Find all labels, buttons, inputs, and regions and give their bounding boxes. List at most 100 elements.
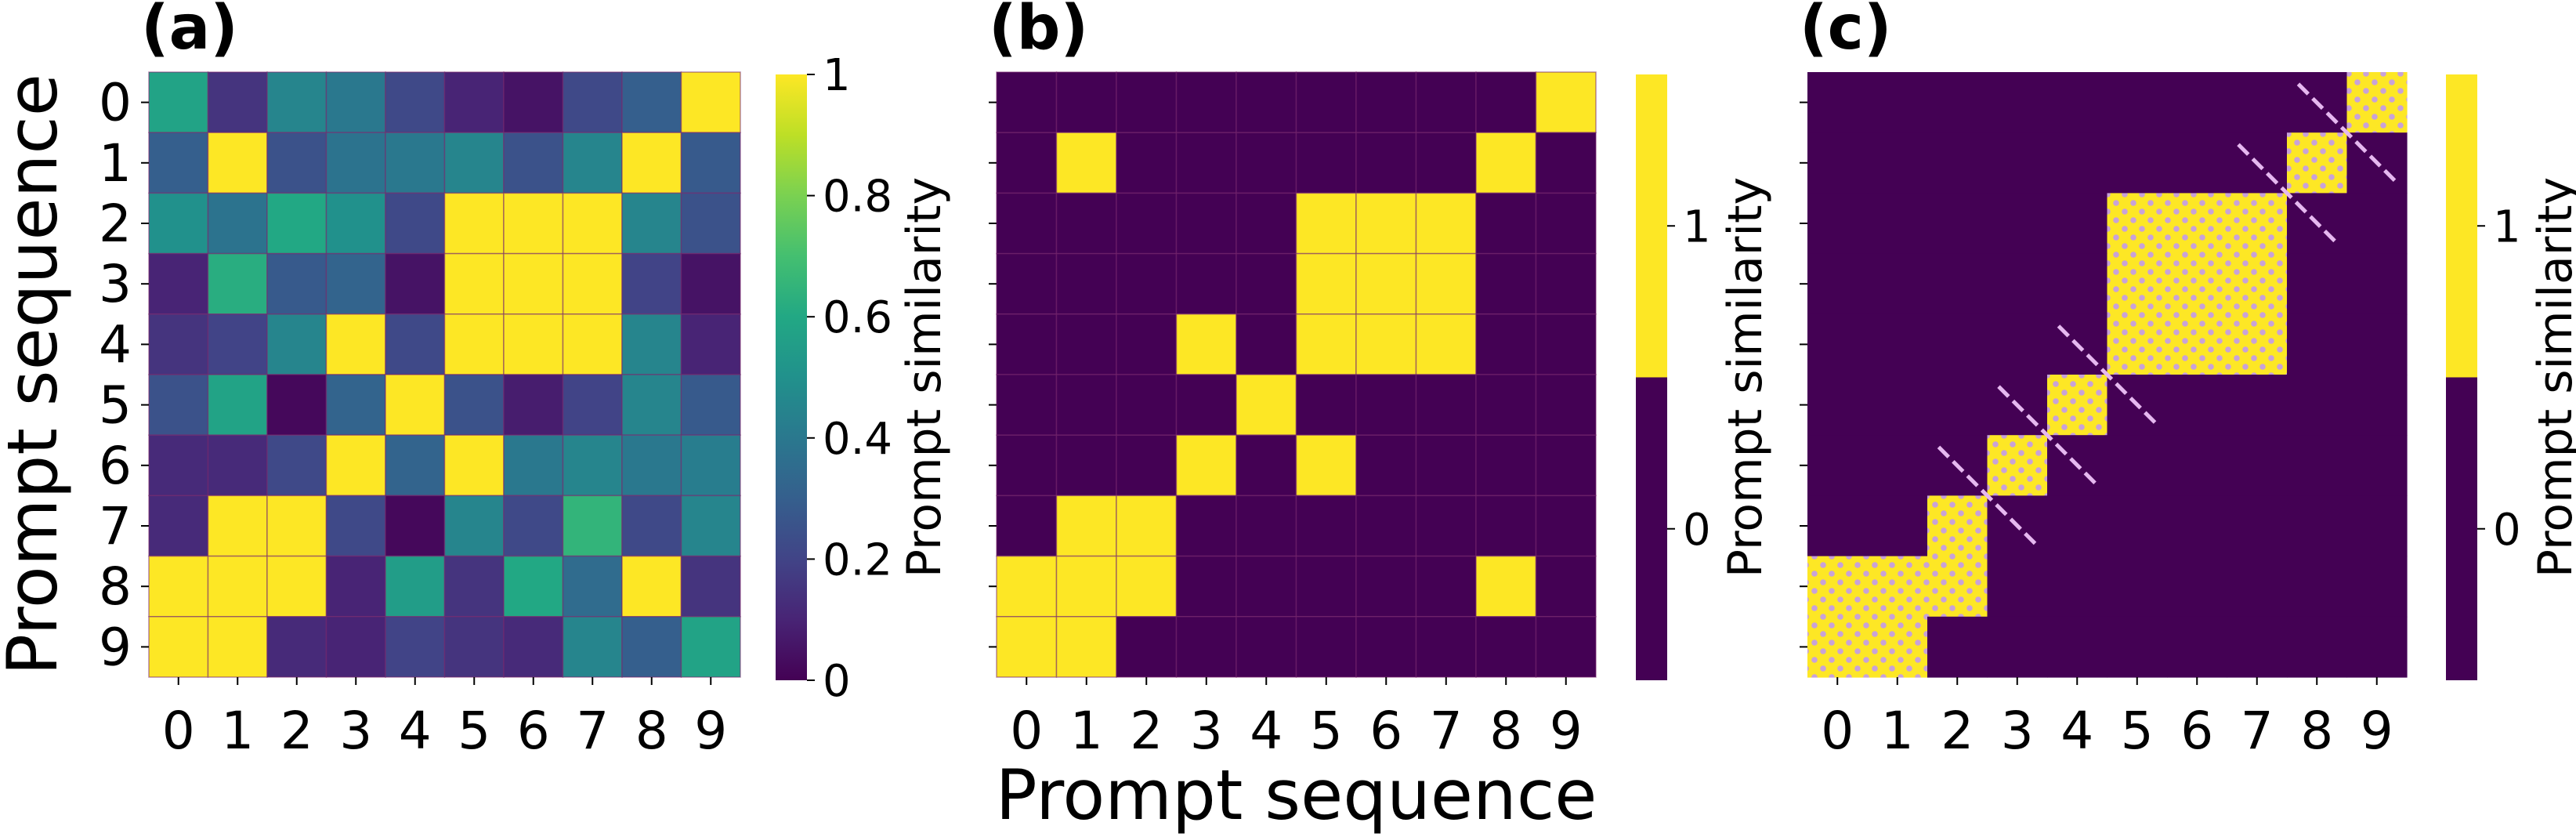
- x-tick-label: 8: [1489, 701, 1522, 761]
- panel-label-0: (a): [141, 0, 238, 63]
- colorbar-high: [2446, 74, 2477, 378]
- heatmap-cell: [996, 374, 1058, 436]
- heatmap-cell: [680, 192, 741, 255]
- heatmap-cell: [1987, 556, 2048, 618]
- x-tick-label: 4: [399, 701, 432, 761]
- heatmap-cell: [1116, 71, 1178, 133]
- x-tick-label: 1: [1881, 701, 1914, 761]
- x-tick-label: 8: [2300, 701, 2333, 761]
- x-tick-label: 2: [280, 701, 313, 761]
- heatmap-cell: [148, 71, 209, 133]
- heatmap-cell: [996, 313, 1058, 375]
- heatmap-cell: [503, 495, 564, 557]
- heatmap-cell: [562, 374, 623, 436]
- heatmap-cell: [443, 434, 505, 497]
- heatmap-cell: [1355, 555, 1417, 618]
- heatmap-cell: [2107, 616, 2168, 678]
- heatmap-cell: [2047, 193, 2108, 255]
- heatmap-cell: [2047, 556, 2108, 618]
- heatmap-cell: [621, 616, 682, 678]
- colorbar-label: Prompt similarity: [1718, 177, 1773, 578]
- colorbar-tick-label: 0.4: [823, 414, 892, 465]
- heatmap-cell: [996, 252, 1058, 315]
- heatmap-cell: [1295, 374, 1357, 436]
- heatmap-cell: [2167, 253, 2228, 315]
- heatmap-cell: [1175, 71, 1237, 133]
- y-tick-label: 0: [99, 73, 132, 133]
- heatmap-cell: [1987, 435, 2048, 496]
- heatmap-cell: [1236, 192, 1297, 255]
- heatmap-cell: [2287, 495, 2348, 557]
- heatmap-cell: [1475, 434, 1537, 497]
- heatmap-cell: [2047, 132, 2108, 194]
- heatmap-cell: [1236, 252, 1297, 315]
- heatmap-cell: [621, 71, 682, 133]
- heatmap-cell: [996, 132, 1058, 194]
- heatmap-cell: [1807, 132, 1869, 194]
- heatmap-cell: [1055, 374, 1117, 436]
- heatmap-cell: [2107, 253, 2168, 315]
- heatmap-cell: [1295, 313, 1357, 375]
- heatmap-cell: [2047, 253, 2108, 315]
- heatmap-cell: [2227, 72, 2288, 133]
- heatmap-cell: [503, 313, 564, 375]
- colorbar-label: Prompt similarity: [2528, 177, 2576, 578]
- heatmap-cell: [1807, 616, 1869, 678]
- heatmap-cell: [2287, 556, 2348, 618]
- x-tick-label: 1: [1070, 701, 1103, 761]
- heatmap-cell: [1927, 253, 1988, 315]
- heatmap-cell: [621, 555, 682, 618]
- heatmap-cell: [562, 252, 623, 315]
- heatmap-cell: [1415, 313, 1477, 375]
- heatmap-cell: [1807, 313, 1869, 375]
- heatmap-cell: [1807, 495, 1869, 557]
- segment-boundary-marker: [2057, 324, 2158, 425]
- heatmap-cell: [1236, 313, 1297, 375]
- heatmap-cell: [1236, 132, 1297, 194]
- heatmap-cell: [1807, 253, 1869, 315]
- heatmap-cell: [207, 252, 268, 315]
- heatmap-cell: [1807, 375, 1869, 436]
- heatmap-cell: [148, 434, 209, 497]
- heatmap-cell: [1535, 555, 1597, 618]
- heatmap-cell: [1116, 252, 1178, 315]
- x-tick-label: 2: [1941, 701, 1974, 761]
- heatmap-cell: [2107, 132, 2168, 194]
- heatmap-cell: [1116, 616, 1178, 678]
- heatmap-cell: [148, 192, 209, 255]
- panel-label-2: (c): [1800, 0, 1892, 63]
- heatmap-cell: [1295, 555, 1357, 618]
- heatmap-cell: [1987, 313, 2048, 375]
- heatmap-cell: [207, 434, 268, 497]
- heatmap-cell: [1927, 375, 1988, 436]
- segment-boundary-marker: [1937, 445, 2038, 546]
- colorbar-tick-label: 0: [2493, 505, 2521, 556]
- heatmap-cell: [503, 616, 564, 678]
- panel-label-1: (b): [989, 0, 1088, 63]
- heatmap-cell: [1236, 555, 1297, 618]
- heatmap-cell: [2287, 435, 2348, 496]
- colorbar-tick-label: 0.6: [823, 292, 892, 343]
- heatmap-cell: [1355, 132, 1417, 194]
- heatmap-cell: [1055, 252, 1117, 315]
- heatmap-cell: [443, 495, 505, 557]
- heatmap-cell: [1116, 132, 1178, 194]
- heatmap-cell: [443, 71, 505, 133]
- heatmap-cell: [325, 192, 386, 255]
- heatmap-cell: [1807, 556, 1869, 618]
- heatmap-cell: [1175, 313, 1237, 375]
- heatmap-cell: [1355, 374, 1417, 436]
- heatmap-cell: [1807, 193, 1869, 255]
- heatmap-cell: [503, 434, 564, 497]
- heatmap-cell: [503, 192, 564, 255]
- heatmap-cell: [2107, 556, 2168, 618]
- heatmap-cell: [680, 434, 741, 497]
- heatmap-cell: [266, 132, 327, 194]
- heatmap-cell: [1535, 252, 1597, 315]
- heatmap-cell: [1355, 616, 1417, 678]
- colorbar-label: Prompt similarity: [897, 177, 952, 578]
- heatmap-cell: [207, 132, 268, 194]
- heatmap-cell: [385, 192, 446, 255]
- y-tick-label: 8: [99, 556, 132, 617]
- heatmap-cell: [325, 313, 386, 375]
